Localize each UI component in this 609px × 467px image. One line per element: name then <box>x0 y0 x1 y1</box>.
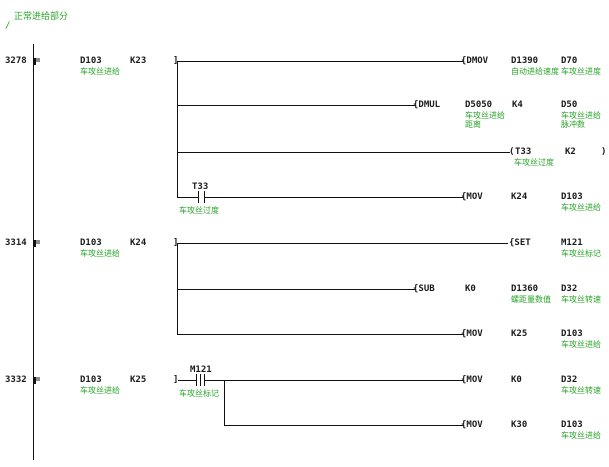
wire <box>178 380 196 381</box>
left-power-rail <box>33 44 34 460</box>
branch-vertical <box>177 61 178 198</box>
section-marker: / <box>5 21 11 31</box>
contact-label[interactable]: T33 <box>192 182 209 192</box>
wire <box>178 334 464 335</box>
wire <box>178 197 198 198</box>
instr-dmov[interactable]: {DMOV <box>461 56 489 66</box>
operand[interactable]: K4 <box>512 100 523 110</box>
timer-coil[interactable]: T33 <box>515 147 532 157</box>
contact-right <box>204 374 205 386</box>
compare-close-bracket: ] <box>173 56 179 66</box>
operand[interactable]: M121 <box>561 238 583 248</box>
device-comment: 车攻丝进给脉冲数 <box>561 111 601 129</box>
device-comment: 车攻丝标记 <box>179 389 219 398</box>
instr-mov[interactable]: {MOV <box>461 329 483 339</box>
device-comment: 车攻丝过度 <box>514 158 554 167</box>
compare-value[interactable]: K23 <box>130 56 147 66</box>
compare-operator: = <box>35 375 41 385</box>
instr-set[interactable]: {SET <box>509 238 531 248</box>
operand[interactable]: D32 <box>561 375 578 385</box>
instr-sub[interactable]: {SUB <box>413 284 435 294</box>
device-comment: 车攻丝转速 <box>561 295 601 304</box>
contact-right <box>204 191 205 203</box>
compare-operator: = <box>35 238 41 248</box>
operand[interactable]: K0 <box>465 284 476 294</box>
wire <box>178 61 464 62</box>
compare-close-bracket: ] <box>173 375 179 385</box>
operand[interactable]: D103 <box>561 329 583 339</box>
timer-setting[interactable]: K2 <box>565 147 576 157</box>
compare-source[interactable]: D103 <box>80 56 102 66</box>
section-comment: 正常进给部分 <box>14 12 69 22</box>
instr-mov[interactable]: {MOV <box>461 375 483 385</box>
operand[interactable]: D70 <box>561 56 578 66</box>
instr-dmul[interactable]: {DMUL <box>413 100 441 110</box>
contact-left <box>196 374 197 386</box>
compare-bracket <box>34 377 36 384</box>
operand[interactable]: D1360 <box>511 284 539 294</box>
contact-left <box>198 191 199 203</box>
operand[interactable]: D5050 <box>465 100 493 110</box>
compare-close-bracket: ] <box>173 238 179 248</box>
compare-bracket <box>34 240 36 247</box>
device-comment: 车攻丝标记 <box>561 249 601 258</box>
compare-value[interactable]: K25 <box>130 375 147 385</box>
operand[interactable]: K0 <box>511 375 522 385</box>
compare-bracket <box>34 58 36 65</box>
branch-vertical <box>177 243 178 335</box>
coil-bracket: ( <box>509 147 515 157</box>
wire <box>178 243 508 244</box>
device-comment: 车攻丝进度 <box>561 67 601 76</box>
contact-label[interactable]: M121 <box>190 365 212 375</box>
operand[interactable]: K25 <box>511 329 528 339</box>
device-comment: 车攻丝进给 <box>561 203 601 212</box>
wire <box>178 289 416 290</box>
device-comment: 车攻丝进给 <box>561 340 601 349</box>
wire <box>224 425 464 426</box>
compare-source[interactable]: D103 <box>80 238 102 248</box>
operand[interactable]: K24 <box>511 192 528 202</box>
device-comment: 螺距量数值 <box>511 295 551 304</box>
instr-mov[interactable]: {MOV <box>461 192 483 202</box>
step-number: 3332 <box>5 375 27 385</box>
device-comment: 车攻丝进给 <box>80 249 120 258</box>
device-comment: 车攻丝进给 <box>80 67 120 76</box>
branch-vertical <box>224 380 225 426</box>
device-comment: 车攻丝进给距离 <box>465 111 505 129</box>
device-comment: 车攻丝进给 <box>80 386 120 395</box>
device-comment: 车攻丝转速 <box>561 386 601 395</box>
coil-bracket-close: ) <box>601 147 607 157</box>
step-number: 3314 <box>5 238 27 248</box>
operand[interactable]: D1390 <box>511 56 539 66</box>
wire <box>178 152 510 153</box>
wire <box>178 105 416 106</box>
operand[interactable]: D50 <box>561 100 578 110</box>
contact-pulse <box>200 374 201 386</box>
wire <box>205 380 464 381</box>
operand[interactable]: K30 <box>511 420 528 430</box>
operand[interactable]: D32 <box>561 284 578 294</box>
operand[interactable]: D103 <box>561 192 583 202</box>
instr-mov[interactable]: {MOV <box>461 420 483 430</box>
compare-source[interactable]: D103 <box>80 375 102 385</box>
compare-value[interactable]: K24 <box>130 238 147 248</box>
compare-operator: = <box>35 56 41 66</box>
device-comment: 车攻丝进给 <box>561 431 601 440</box>
wire <box>205 197 464 198</box>
step-number: 3278 <box>5 56 27 66</box>
operand[interactable]: D103 <box>561 420 583 430</box>
device-comment: 车攻丝过度 <box>179 206 219 215</box>
device-comment: 自动进给速度 <box>511 67 559 76</box>
